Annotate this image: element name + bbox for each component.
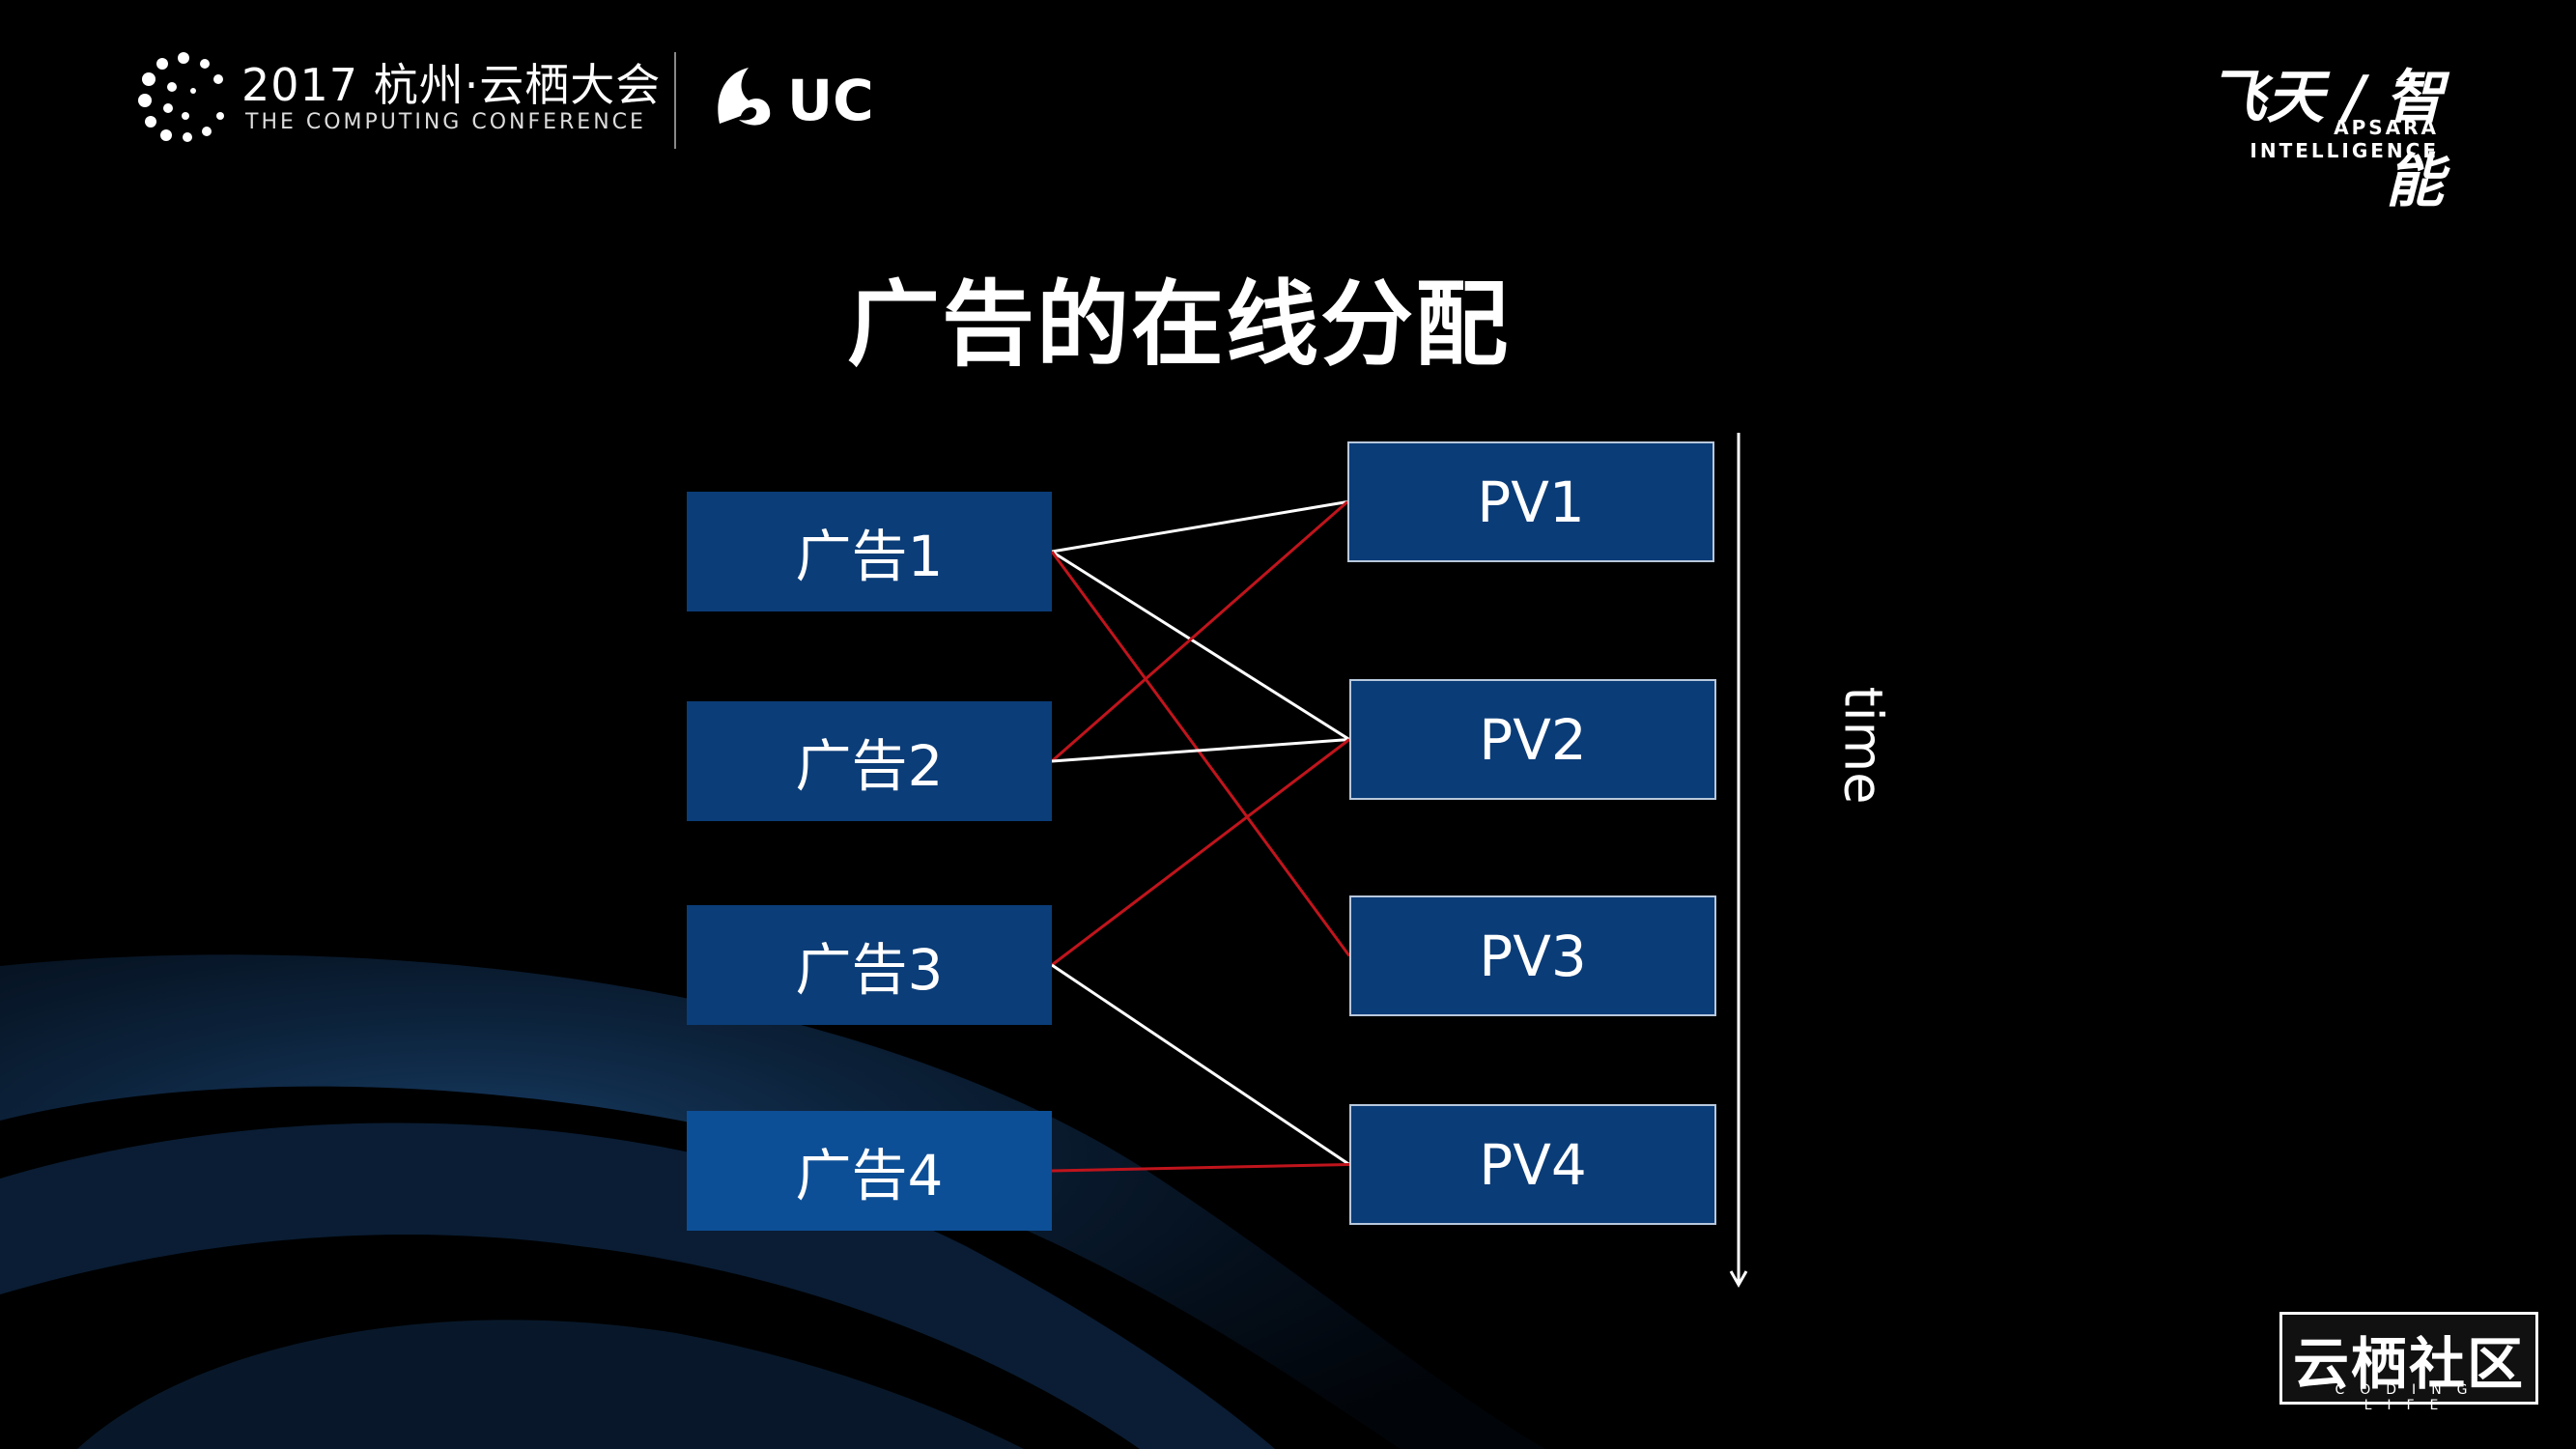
- ad-box-2: 广告2: [687, 701, 1052, 821]
- pv-box-4: PV4: [1349, 1104, 1716, 1225]
- uc-logo-text: UC: [787, 68, 874, 133]
- community-logo: 云栖社区 CODING LIFE: [2279, 1312, 2538, 1413]
- pv-box-2: PV2: [1349, 679, 1716, 800]
- time-axis-label: time: [1832, 686, 1894, 805]
- pv-box-3: PV3: [1349, 895, 1716, 1016]
- edge-ad1-pv1: [1051, 500, 1348, 554]
- edge-ad1-pv2: [1051, 550, 1350, 741]
- edge-ad1-pv3: [1050, 551, 1351, 957]
- community-logo-subtitle: CODING LIFE: [2335, 1382, 2483, 1413]
- pv-box-1: PV1: [1347, 441, 1714, 562]
- ad-box-4: 广告4: [687, 1111, 1052, 1231]
- swirl-decoration: [0, 954, 1545, 1449]
- edge-ad2-pv2: [1051, 738, 1350, 763]
- edge-ad2-pv1: [1051, 500, 1348, 763]
- edge-ad3-pv4: [1051, 963, 1350, 1166]
- conference-logo-icon: [138, 52, 224, 142]
- edge-ad4-pv4: [1051, 1163, 1350, 1173]
- conference-title: 2017 杭州·云栖大会: [241, 59, 662, 111]
- slide-title: 广告的在线分配: [847, 270, 1510, 379]
- time-arrow: [1729, 433, 1748, 1289]
- apsara-logo-title: 飞天 / 智能: [2208, 64, 2444, 215]
- uc-squirrel-icon: [718, 68, 771, 126]
- apsara-logo-subtitle: APSARA INTELLIGENCE: [2250, 116, 2439, 162]
- edge-ad3-pv2: [1051, 738, 1350, 967]
- ad-box-1: 广告1: [687, 492, 1052, 611]
- community-logo-title: 云栖社区: [2292, 1331, 2525, 1397]
- ad-box-3: 广告3: [687, 905, 1052, 1025]
- header-divider: [674, 52, 676, 149]
- conference-subtitle: THE COMPUTING CONFERENCE: [245, 110, 646, 134]
